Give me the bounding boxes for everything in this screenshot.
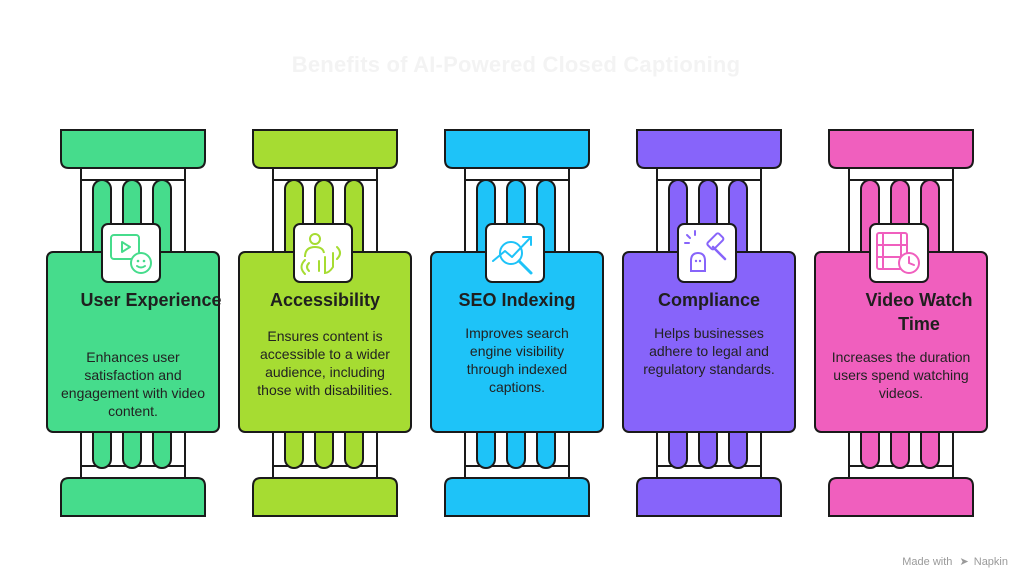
napkin-logo-icon: ➤ <box>959 556 969 568</box>
footer-brand: Napkin <box>973 556 1008 568</box>
pillar-base <box>60 477 206 517</box>
pillar-capital <box>636 129 782 169</box>
pillar-base <box>636 477 782 517</box>
pillar-description: Helps businesses adhere to legal and reg… <box>643 325 775 377</box>
pillar-title: Video Watch Time <box>865 290 973 334</box>
pillar-neck-top <box>80 167 186 181</box>
pillar-description: Enhances user satisfaction and engagemen… <box>61 349 205 419</box>
footer-credit: Made with ➤ Napkin <box>902 555 1008 568</box>
diagram-title: Benefits of AI-Powered Closed Captioning <box>291 52 741 77</box>
pillar-neck-top <box>848 167 954 181</box>
pillar-neck-top <box>272 167 378 181</box>
pillar-base <box>444 477 590 517</box>
pillar-description: Improves search engine visibility throug… <box>465 325 569 395</box>
pillar-capital <box>60 129 206 169</box>
pillar-neck-top <box>656 167 762 181</box>
film-clock-icon <box>869 223 929 283</box>
pillar-frame <box>814 129 988 517</box>
pillar-base <box>252 477 398 517</box>
pillar-neck-top <box>464 167 570 181</box>
pillar-title: SEO Indexing <box>458 290 576 310</box>
pillar-capital <box>252 129 398 169</box>
pillar-frame <box>622 129 796 517</box>
pillar-capital <box>828 129 974 169</box>
pillar-base <box>828 477 974 517</box>
pillar-description: Increases the duration users spend watch… <box>831 349 971 401</box>
gavel-figure-icon <box>677 223 737 283</box>
pillar-title: Accessibility <box>269 290 381 310</box>
magnifier-trend-icon <box>485 223 545 283</box>
pillar-capital <box>444 129 590 169</box>
footer-made-with: Made with <box>902 556 953 568</box>
pillar-title: Compliance <box>657 290 761 310</box>
video-play-smile-icon <box>101 223 161 283</box>
person-sound-waves-icon <box>293 223 353 283</box>
pillar-frame <box>46 129 220 517</box>
pillar-description: Ensures content is accessible to a wider… <box>257 328 393 398</box>
pillar-title: User Experience <box>80 290 222 310</box>
pillar-frame <box>238 129 412 517</box>
